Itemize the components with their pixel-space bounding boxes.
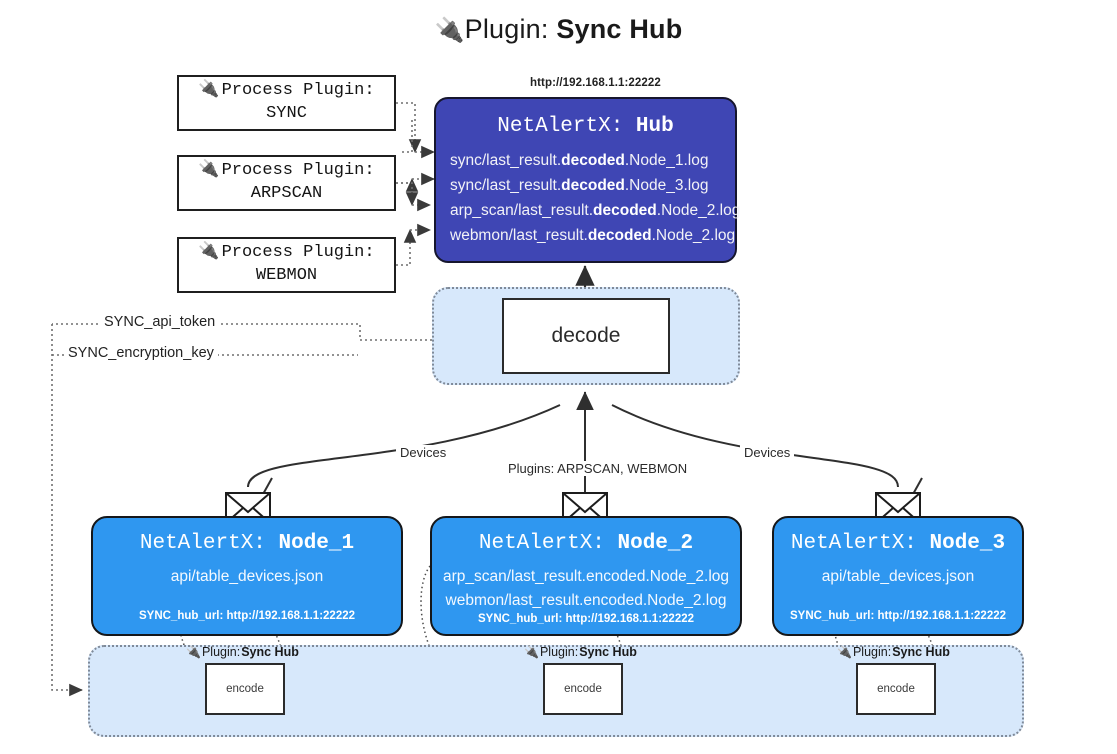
node-hub-url: SYNC_hub_url: http://192.168.1.1:22222 xyxy=(138,610,356,622)
hub-title: NetAlertX: Hub xyxy=(450,115,721,138)
edge-label-center: Plugins: ARPSCAN, WEBMON xyxy=(504,461,692,476)
node-title: NetAlertX: Node_2 xyxy=(478,532,694,555)
process-plugin-value: SYNC xyxy=(266,104,307,123)
node-title: NetAlertX: Node_3 xyxy=(790,532,1006,555)
process-plugin-label: Process Plugin: xyxy=(221,243,375,263)
decode-box[interactable]: decode xyxy=(502,298,670,374)
hub-title-prefix: NetAlertX: xyxy=(497,115,636,138)
node-hub-url: SYNC_hub_url: http://192.168.1.1:22222 xyxy=(477,613,695,626)
plug-icon: 🔌 xyxy=(198,161,220,181)
sync-api-token-label: SYNC_api_token xyxy=(100,314,220,330)
node-2[interactable]: NetAlertX: Node_2 arp_scan/last_result.e… xyxy=(430,516,742,636)
encode-box-2[interactable]: encode xyxy=(543,663,623,715)
process-plugin-sync[interactable]: 🔌Process Plugin: SYNC xyxy=(177,75,396,131)
edge-label-right: Devices xyxy=(740,445,795,460)
plug-icon: 🔌 xyxy=(837,645,852,659)
page-title-prefix: Plugin: xyxy=(464,14,557,44)
hub-log-line: sync/last_result.decoded.Node_1.log xyxy=(450,152,709,169)
page-title: 🔌Plugin: Sync Hub xyxy=(0,14,1117,45)
node-resource: arp_scan/last_result.encoded.Node_2.log xyxy=(442,568,730,585)
process-plugin-value: ARPSCAN xyxy=(250,184,323,203)
plug-icon: 🔌 xyxy=(198,243,220,263)
process-plugin-label: Process Plugin: xyxy=(221,161,375,181)
process-plugin-value: WEBMON xyxy=(255,266,318,285)
hub-url-label: http://192.168.1.1:22222 xyxy=(530,77,661,89)
plug-icon: 🔌 xyxy=(524,645,539,659)
plug-icon: 🔌 xyxy=(198,81,220,101)
node-hub-url: SYNC_hub_url: http://192.168.1.1:22222 xyxy=(789,610,1007,622)
process-plugin-arpscan[interactable]: 🔌Process Plugin: ARPSCAN xyxy=(177,155,396,211)
process-plugin-label: Process Plugin: xyxy=(221,81,375,101)
process-plugin-webmon[interactable]: 🔌Process Plugin: WEBMON xyxy=(177,237,396,293)
encode-box-1[interactable]: encode xyxy=(205,663,285,715)
page-title-name: Sync Hub xyxy=(556,14,683,44)
hub-log-line: webmon/last_result.decoded.Node_2.log xyxy=(450,227,736,245)
edge-label-left: Devices xyxy=(396,445,451,460)
hub-log-line: arp_scan/last_result.decoded.Node_2.log xyxy=(450,202,741,220)
encode-plugin-label-3: 🔌Plugin: Sync Hub xyxy=(837,645,950,659)
plug-icon: 🔌 xyxy=(186,645,201,659)
node-title: NetAlertX: Node_1 xyxy=(139,532,355,555)
node-resource: webmon/last_result.encoded.Node_2.log xyxy=(445,592,727,610)
sync-encryption-key-label: SYNC_encryption_key xyxy=(64,345,218,361)
node-resource: api/table_devices.json xyxy=(170,568,324,585)
node-resource: api/table_devices.json xyxy=(821,568,975,585)
encode-plugin-label-1: 🔌Plugin: Sync Hub xyxy=(186,645,299,659)
node-3[interactable]: NetAlertX: Node_3 api/table_devices.json… xyxy=(772,516,1024,636)
hub-node[interactable]: NetAlertX: Hub sync/last_result.decoded.… xyxy=(434,97,741,263)
node-1[interactable]: NetAlertX: Node_1 api/table_devices.json… xyxy=(91,516,403,636)
encode-box-3[interactable]: encode xyxy=(856,663,936,715)
hub-log-line: sync/last_result.decoded.Node_3.log xyxy=(450,177,709,195)
plug-icon: 🔌 xyxy=(434,17,465,44)
hub-title-name: Hub xyxy=(635,115,674,138)
encode-plugin-label-2: 🔌Plugin: Sync Hub xyxy=(524,645,637,659)
